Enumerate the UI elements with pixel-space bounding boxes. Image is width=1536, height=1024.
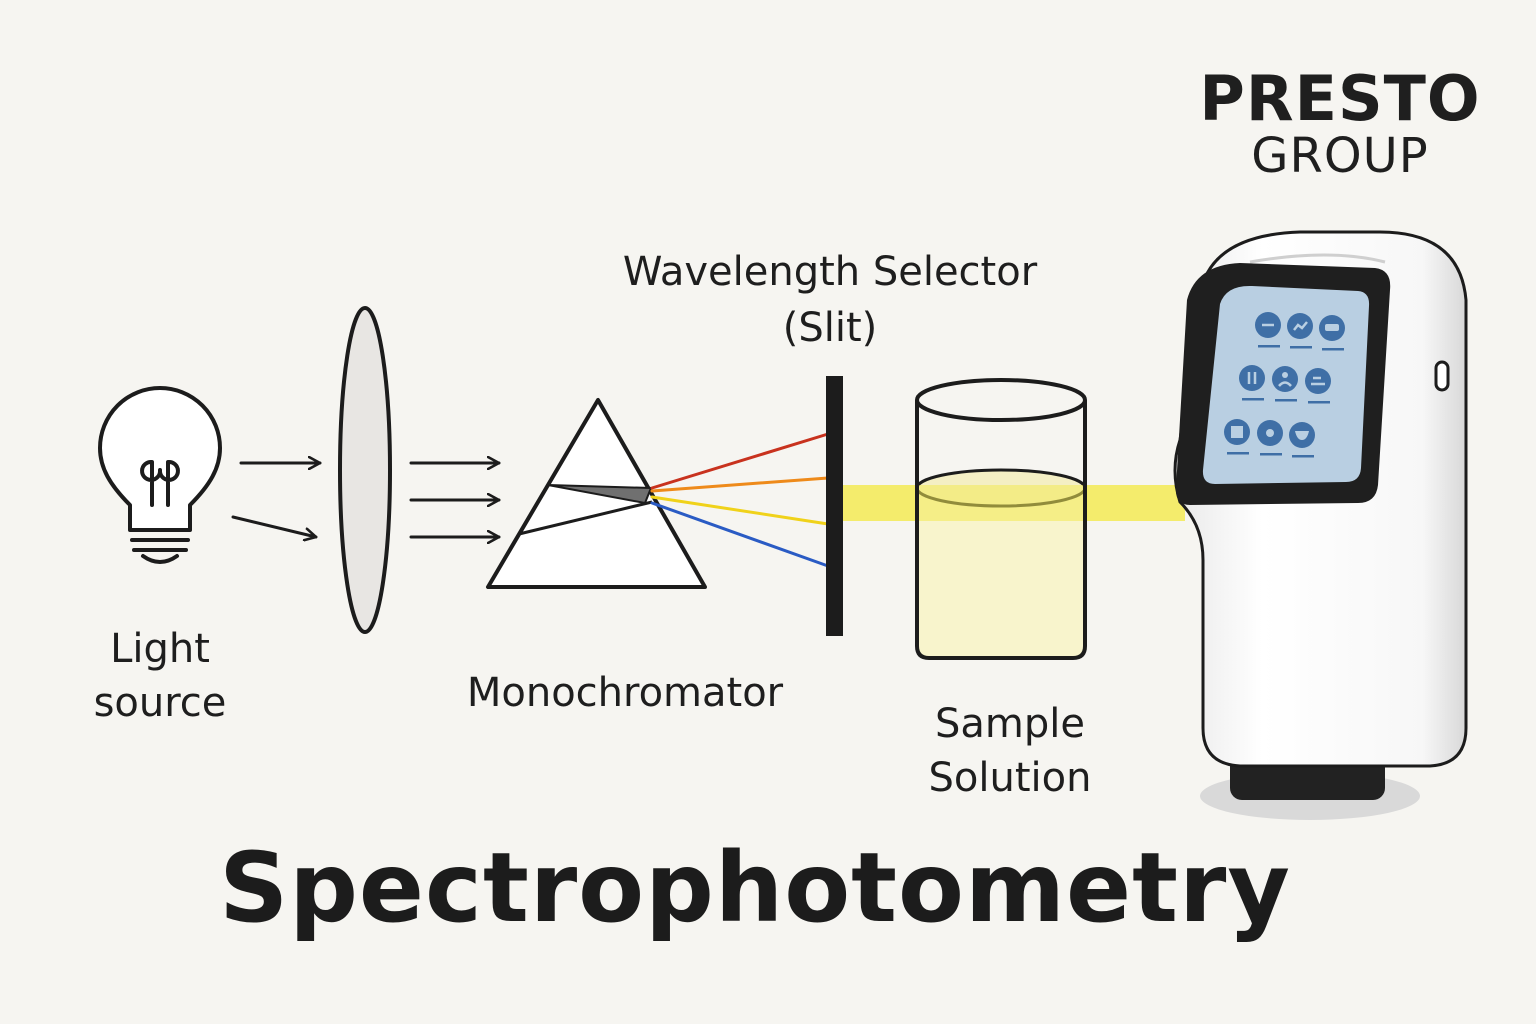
chat-icon[interactable] <box>1255 312 1281 348</box>
dispersed-rays <box>650 432 830 568</box>
spectrophotometer-device <box>1173 230 1468 820</box>
page-title: Spectrophotometry <box>219 832 1291 944</box>
sample-line2: Solution <box>928 755 1092 801</box>
cup-icon[interactable] <box>1289 422 1315 458</box>
brand-name: PRESTO <box>1199 62 1481 135</box>
pause-icon[interactable] <box>1239 365 1265 401</box>
label-wavelength-selector: Wavelength Selector (Slit) <box>600 244 1060 356</box>
sample-beaker <box>915 378 1087 660</box>
car-icon[interactable] <box>1319 315 1345 351</box>
light-source-line1: Light <box>110 626 210 672</box>
selector-label-line1: Wavelength Selector <box>622 249 1038 295</box>
selector-label-line2: (Slit) <box>782 305 878 351</box>
brand-subtitle: GROUP <box>1251 128 1429 184</box>
ray-yellow <box>650 495 830 526</box>
side-button[interactable] <box>1434 360 1450 392</box>
sample-line1: Sample <box>935 701 1085 747</box>
settings-icon[interactable] <box>1257 420 1283 456</box>
prism <box>486 398 707 589</box>
light-source-line2: source <box>93 680 227 726</box>
light-ray-arrows <box>231 463 322 537</box>
lens <box>338 306 392 634</box>
person-icon[interactable] <box>1272 366 1298 402</box>
slit <box>826 376 843 636</box>
light-bulb-icon <box>98 386 222 564</box>
ray-blue <box>650 501 830 568</box>
label-sample-solution: Sample Solution <box>890 697 1130 805</box>
screen-icon-grid <box>1224 312 1345 458</box>
chart-icon[interactable] <box>1287 313 1313 349</box>
label-monochromator: Monochromator <box>466 670 784 716</box>
ray-orange <box>650 476 830 493</box>
graph-icon[interactable] <box>1305 368 1331 404</box>
document-icon[interactable] <box>1224 419 1250 455</box>
ray-red <box>650 432 830 490</box>
collimated-ray-arrows <box>409 463 501 537</box>
label-light-source: Light source <box>60 622 260 730</box>
